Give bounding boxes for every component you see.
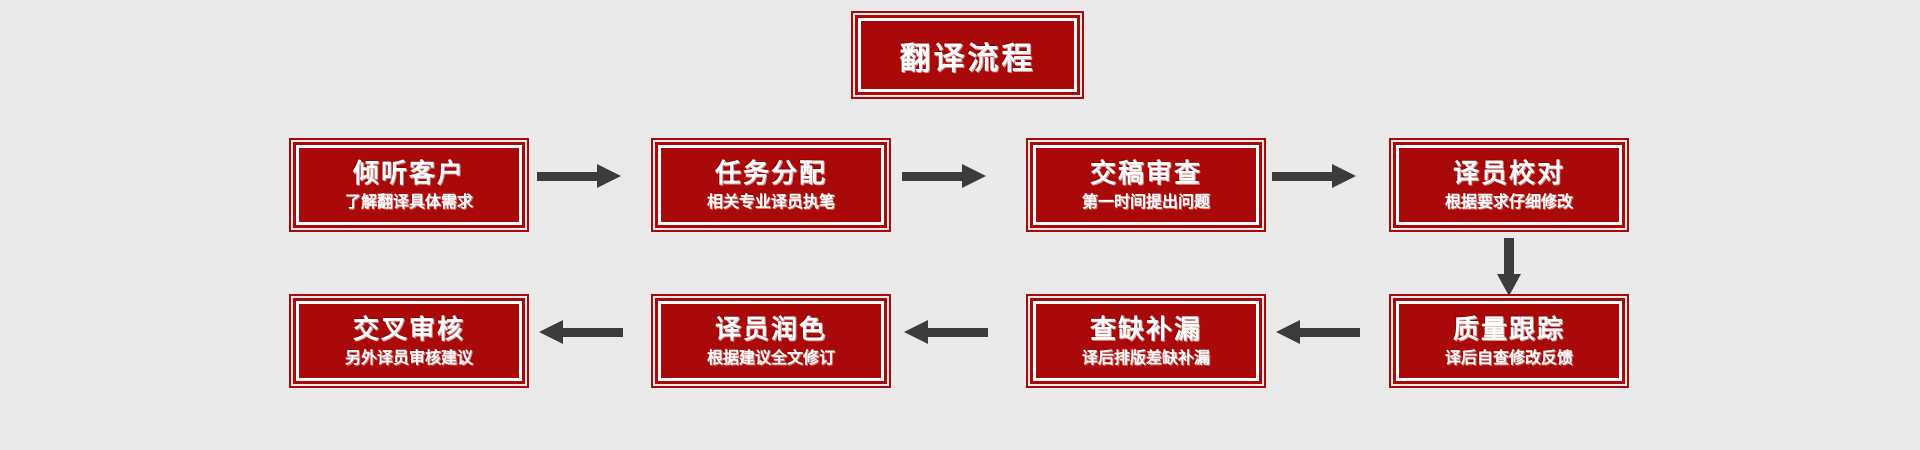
step-box-translator-proofread[interactable]: 译员校对 根据要求仔细修改: [1389, 138, 1629, 232]
arrow-head: [1332, 164, 1356, 188]
step-subtitle: 译后排版差缺补漏: [1081, 347, 1210, 367]
arrow-shaft: [926, 328, 988, 337]
step-box-listen-to-client[interactable]: 倾听客户 了解翻译具体需求: [289, 138, 529, 232]
step-box-gap-filling[interactable]: 查缺补漏 译后排版差缺补漏: [1026, 294, 1266, 388]
arrow-right-icon-1: [533, 159, 625, 193]
step-title: 倾听客户: [352, 158, 465, 189]
arrow-shaft: [537, 172, 599, 181]
arrow-shaft: [902, 172, 964, 181]
arrow-shaft: [1272, 172, 1334, 181]
arrow-head: [1497, 274, 1521, 296]
step-box-translator-polish[interactable]: 译员润色 根据建议全文修订: [651, 294, 891, 388]
step-subtitle: 根据要求仔细修改: [1444, 191, 1573, 211]
step-box-draft-review[interactable]: 交稿审查 第一时间提出问题: [1026, 138, 1266, 232]
arrow-shaft: [1504, 238, 1514, 276]
arrow-head: [1276, 320, 1300, 344]
arrow-shaft: [561, 328, 623, 337]
step-subtitle: 第一时间提出问题: [1081, 191, 1210, 211]
step-title: 任务分配: [714, 158, 827, 189]
step-subtitle: 相关专业译员执笔: [706, 191, 835, 211]
step-subtitle: 了解翻译具体需求: [344, 191, 473, 211]
step-box-task-assignment[interactable]: 任务分配 相关专业译员执笔: [651, 138, 891, 232]
arrow-shaft: [1298, 328, 1360, 337]
step-box-quality-tracking[interactable]: 质量跟踪 译后自查修改反馈: [1389, 294, 1629, 388]
arrow-head: [597, 164, 621, 188]
step-title: 查缺补漏: [1089, 314, 1202, 345]
arrow-right-icon-2: [898, 159, 990, 193]
step-title: 译员校对: [1452, 158, 1565, 189]
arrow-head: [904, 320, 928, 344]
step-title: 交叉审核: [352, 314, 465, 345]
step-subtitle: 译后自查修改反馈: [1444, 347, 1573, 367]
arrow-left-icon-2: [900, 315, 992, 349]
arrow-head: [539, 320, 563, 344]
arrow-left-icon-3: [535, 315, 627, 349]
step-subtitle: 根据建议全文修订: [706, 347, 835, 367]
arrow-left-icon-1: [1272, 315, 1364, 349]
arrow-head: [962, 164, 986, 188]
step-title: 质量跟踪: [1452, 314, 1565, 345]
arrow-right-icon-3: [1268, 159, 1360, 193]
arrow-down-icon: [1492, 238, 1526, 296]
step-box-cross-review[interactable]: 交叉审核 另外译员审核建议: [289, 294, 529, 388]
step-title: 译员润色: [714, 314, 827, 345]
step-title: 交稿审查: [1089, 158, 1202, 189]
diagram-title-text: 翻译流程: [899, 40, 1036, 77]
step-subtitle: 另外译员审核建议: [344, 347, 473, 367]
diagram-title-box: 翻译流程: [851, 11, 1084, 99]
